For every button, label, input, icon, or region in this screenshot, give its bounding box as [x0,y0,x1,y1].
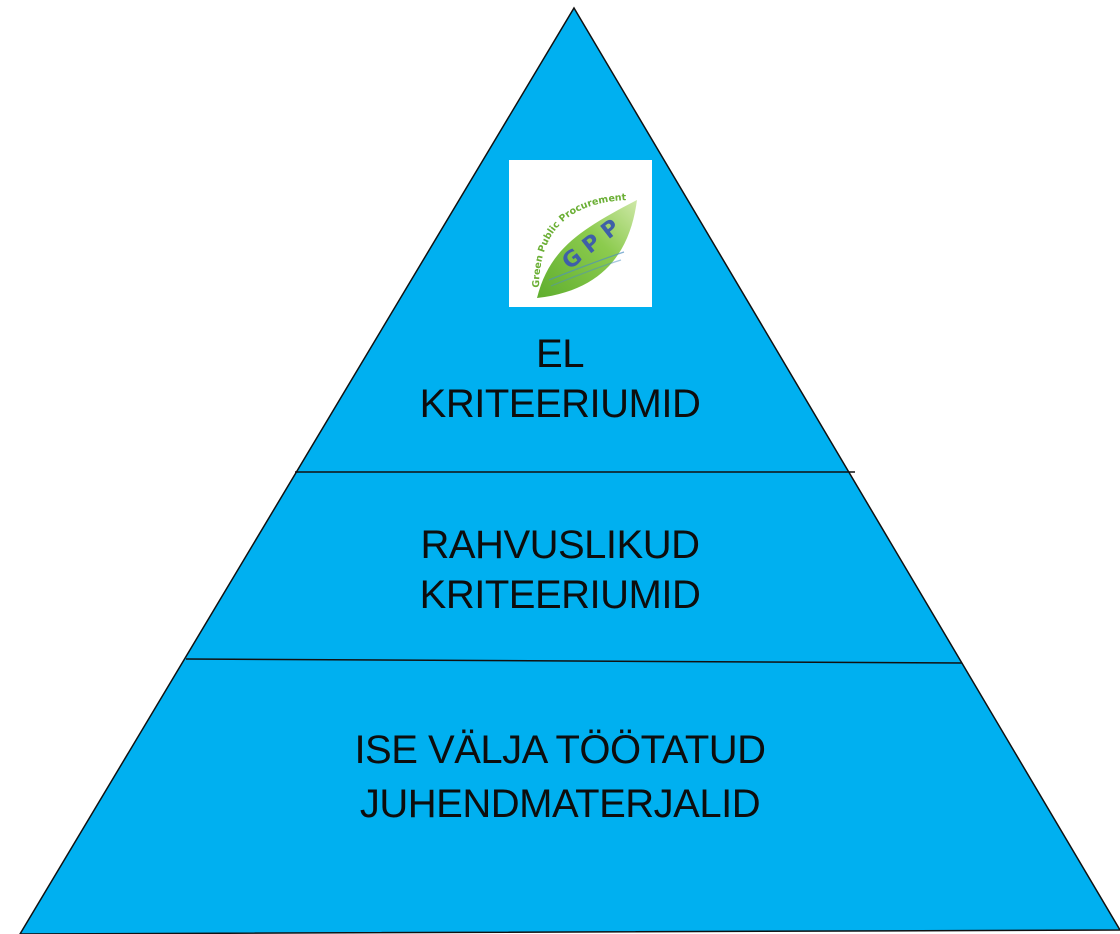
tier-middle-line1: RAHVUSLIKUD [420,523,700,567]
pyramid-body [19,6,1120,934]
tier-bottom-label: ISE VÄLJA TÖÖTATUD JUHENDMATERJALID [0,726,1120,828]
tier-top-line1: EL [536,332,584,376]
gpp-leaf-shape [537,200,637,298]
tier-bottom-line2: JUHENDMATERJALID [359,782,761,826]
gpp-leaf-icon: Green Public Procurement G P P [531,192,637,298]
tier-middle-label: RAHVUSLIKUD KRITEERIUMID [0,521,1120,619]
tier-bottom-line1: ISE VÄLJA TÖÖTATUD [354,728,766,772]
tier-divider-bottom [185,658,963,664]
tier-top-line2: KRITEERIUMID [419,382,701,426]
tier-top-label: EL KRITEERIUMID [0,330,1120,428]
gpp-logo: Green Public Procurement G P P [509,160,652,307]
tier-middle-line2: KRITEERIUMID [419,573,701,617]
